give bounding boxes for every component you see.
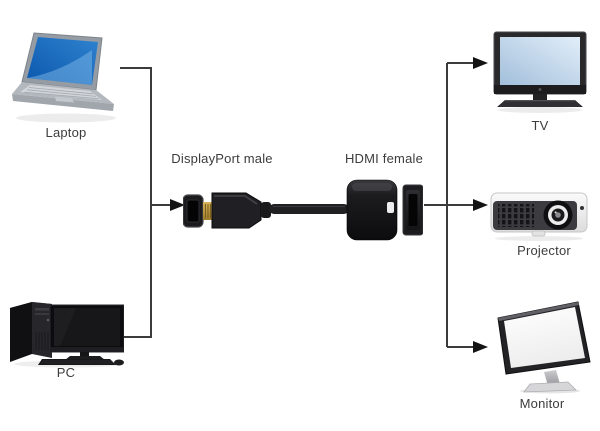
pc-icon (10, 302, 124, 368)
projector-image (490, 190, 588, 242)
dp-to-hdmi-adapter-icon (183, 179, 423, 241)
laptop-icon (12, 32, 116, 123)
adapter-output-label: HDMI female (344, 151, 424, 166)
laptop-image (12, 32, 120, 124)
projector-label: Projector (517, 243, 571, 258)
pc-label: PC (56, 365, 76, 380)
tv-image (492, 30, 588, 114)
monitor-label: Monitor (519, 396, 565, 411)
tv-icon (493, 31, 587, 113)
adapter-input-label: DisplayPort male (171, 151, 273, 166)
adapter-image (183, 178, 423, 242)
projector-arrowhead-icon (473, 199, 488, 211)
laptop-label: Laptop (45, 125, 87, 140)
monitor-icon (497, 301, 591, 394)
projector-icon (490, 192, 588, 241)
monitor-image (492, 300, 596, 394)
pc-image (8, 292, 124, 368)
monitor-arrowhead-icon (473, 341, 488, 353)
tv-label: TV (531, 118, 549, 133)
tv-arrowhead-icon (473, 57, 488, 69)
